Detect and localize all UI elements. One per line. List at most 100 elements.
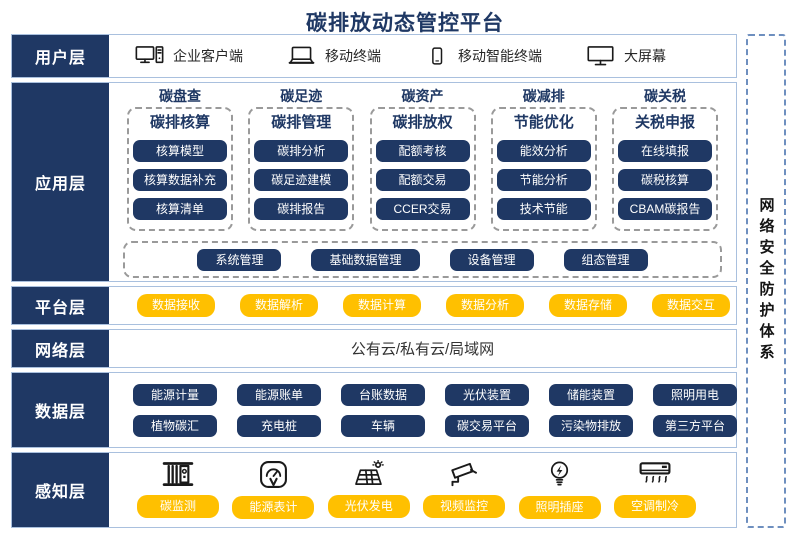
column-header: 碳足迹 xyxy=(280,88,323,104)
app-module-pill: 能效分析 xyxy=(496,140,591,162)
app-module-pill: 核算清单 xyxy=(133,198,227,220)
column-group-title: 碳排核算 xyxy=(149,114,210,131)
column-box: 节能优化 能效分析 节能分析 技术节能 xyxy=(490,107,597,231)
column-box: 关税申报 在线填报 碳税核算 CBAM碳报告 xyxy=(612,107,718,231)
data-source-pill: 能源账单 xyxy=(237,383,321,406)
platform-layer-band: 平台层 数据接收 数据解析 数据计算 数据分析 数据存储 数据交互 xyxy=(11,286,737,325)
perception-item: 照明插座 xyxy=(518,460,601,519)
desktop-computer-icon xyxy=(135,45,164,67)
platform-pill: 数据计算 xyxy=(343,294,421,317)
user-item-label: 企业客户端 xyxy=(173,48,243,64)
network-layer-label: 网络层 xyxy=(12,330,109,367)
data-source-pill: 植物碳汇 xyxy=(133,414,217,437)
perception-pill: 空调制冷 xyxy=(613,495,696,518)
lightbulb-icon xyxy=(547,460,572,489)
cctv-camera-icon xyxy=(448,460,480,488)
diagram-body: 用户层 企业客户端 xyxy=(0,32,810,528)
data-source-pill: 车辆 xyxy=(341,414,425,437)
column-header: 碳关税 xyxy=(644,88,686,104)
data-source-pill: 第三方平台 xyxy=(653,414,737,437)
management-pill: 基础数据管理 xyxy=(311,248,420,271)
management-pill: 系统管理 xyxy=(197,248,282,271)
column-group-title: 关税申报 xyxy=(634,114,695,131)
perception-layer-band: 感知层 碳监测 xyxy=(11,452,737,528)
column-header: 碳盘查 xyxy=(159,88,201,104)
platform-layer-content: 数据接收 数据解析 数据计算 数据分析 数据存储 数据交互 xyxy=(109,287,736,324)
smartphone-icon xyxy=(425,44,449,68)
data-layer-content: 能源计量 能源账单 台账数据 光伏装置 储能装置 照明用电 植物碳汇 充电桩 车… xyxy=(109,373,737,447)
perception-layer-content: 碳监测 能源表计 xyxy=(109,453,736,527)
management-modules-box: 系统管理 基础数据管理 设备管理 组态管理 xyxy=(123,241,722,278)
app-module-pill: 在线填报 xyxy=(618,140,712,162)
user-layer-label: 用户层 xyxy=(12,35,109,77)
app-module-pill: 核算模型 xyxy=(133,140,227,162)
app-module-pill: 节能分析 xyxy=(496,169,591,191)
app-module-pill: 碳排分析 xyxy=(254,140,349,162)
platform-pill: 数据接收 xyxy=(137,294,215,317)
app-module-pill: 碳排报告 xyxy=(254,198,349,220)
column-group-title: 碳排放权 xyxy=(392,114,453,131)
management-pill: 组态管理 xyxy=(563,248,648,271)
app-column-carbon-footprint: 碳足迹 碳排管理 碳排分析 碳足迹建模 碳排报告 xyxy=(243,88,359,231)
application-columns: 碳盘查 碳排核算 核算模型 核算数据补充 核算清单 碳足迹 碳排管理 xyxy=(119,88,726,231)
application-layer-band: 应用层 碳盘查 碳排核算 核算模型 核算数据补充 核算清单 xyxy=(11,82,737,282)
column-header: 碳减排 xyxy=(522,88,565,104)
column-box: 碳排管理 碳排分析 碳足迹建模 碳排报告 xyxy=(248,107,355,231)
data-layer-band: 数据层 能源计量 能源账单 台账数据 光伏装置 储能装置 照明用电 植物碳汇 充… xyxy=(11,372,737,448)
app-column-carbon-inventory: 碳盘查 碳排核算 核算模型 核算数据补充 核算清单 xyxy=(122,88,238,231)
user-item: 移动智能终端 xyxy=(425,44,542,68)
big-screen-icon xyxy=(586,45,615,67)
security-system-box: 网络安全防护体系 xyxy=(746,34,786,528)
solar-panel-icon xyxy=(353,460,385,488)
perception-pill: 视频监控 xyxy=(423,495,506,518)
app-column-carbon-reduction: 碳减排 节能优化 能效分析 节能分析 技术节能 xyxy=(486,88,602,231)
platform-layer-label: 平台层 xyxy=(12,287,109,324)
data-source-pill: 照明用电 xyxy=(653,383,737,406)
network-layer-content: 公有云/私有云/局域网 xyxy=(350,341,495,358)
data-source-pill: 储能装置 xyxy=(549,383,633,406)
perception-pill: 光伏发电 xyxy=(327,495,410,518)
platform-pill: 数据交互 xyxy=(652,294,730,317)
user-item: 企业客户端 xyxy=(135,45,243,67)
user-item-label: 移动智能终端 xyxy=(458,48,542,64)
perception-item: 能源表计 xyxy=(232,460,315,519)
column-group-title: 碳排管理 xyxy=(271,114,332,131)
data-source-pill: 台账数据 xyxy=(341,383,425,406)
application-layer-label: 应用层 xyxy=(12,83,109,281)
user-item: 移动终端 xyxy=(287,45,381,67)
app-module-pill: CCER交易 xyxy=(375,198,470,220)
data-source-row: 植物碳汇 充电桩 车辆 碳交易平台 污染物排放 第三方平台 xyxy=(133,414,737,437)
data-source-pill: 能源计量 xyxy=(133,383,217,406)
perception-layer-label: 感知层 xyxy=(12,453,109,527)
laptop-icon xyxy=(287,45,316,67)
app-module-pill: 碳税核算 xyxy=(618,169,712,191)
perception-item: 视频监控 xyxy=(423,460,506,518)
perception-item: 空调制冷 xyxy=(613,460,696,518)
data-layer-label: 数据层 xyxy=(12,373,109,447)
energy-meter-icon xyxy=(259,460,288,489)
app-column-carbon-tariff: 碳关税 关税申报 在线填报 碳税核算 CBAM碳报告 xyxy=(607,88,723,231)
app-module-pill: 配额交易 xyxy=(375,169,470,191)
column-box: 碳排放权 配额考核 配额交易 CCER交易 xyxy=(369,107,476,231)
user-layer-band: 用户层 企业客户端 xyxy=(11,34,737,78)
column-group-title: 节能优化 xyxy=(513,114,574,131)
perception-item: 光伏发电 xyxy=(327,460,410,518)
data-source-pill: 光伏装置 xyxy=(445,383,529,406)
air-conditioner-icon xyxy=(639,460,671,488)
app-module-pill: 碳足迹建模 xyxy=(254,169,349,191)
management-pill: 设备管理 xyxy=(449,248,534,271)
layer-stack: 用户层 企业客户端 xyxy=(11,34,737,528)
data-source-pill: 碳交易平台 xyxy=(445,414,529,437)
app-module-pill: 核算数据补充 xyxy=(133,169,227,191)
app-module-pill: CBAM碳报告 xyxy=(618,198,712,220)
platform-pill: 数据存储 xyxy=(549,294,627,317)
platform-pill: 数据分析 xyxy=(446,294,524,317)
user-item-label: 大屏幕 xyxy=(624,48,666,64)
perception-pill: 能源表计 xyxy=(232,495,315,519)
perception-pill: 碳监测 xyxy=(137,495,219,518)
page-title: 碳排放动态管控平台 xyxy=(306,12,504,35)
user-item-label: 移动终端 xyxy=(325,48,381,64)
platform-pill: 数据解析 xyxy=(240,294,318,317)
perception-pill: 照明插座 xyxy=(518,495,601,519)
